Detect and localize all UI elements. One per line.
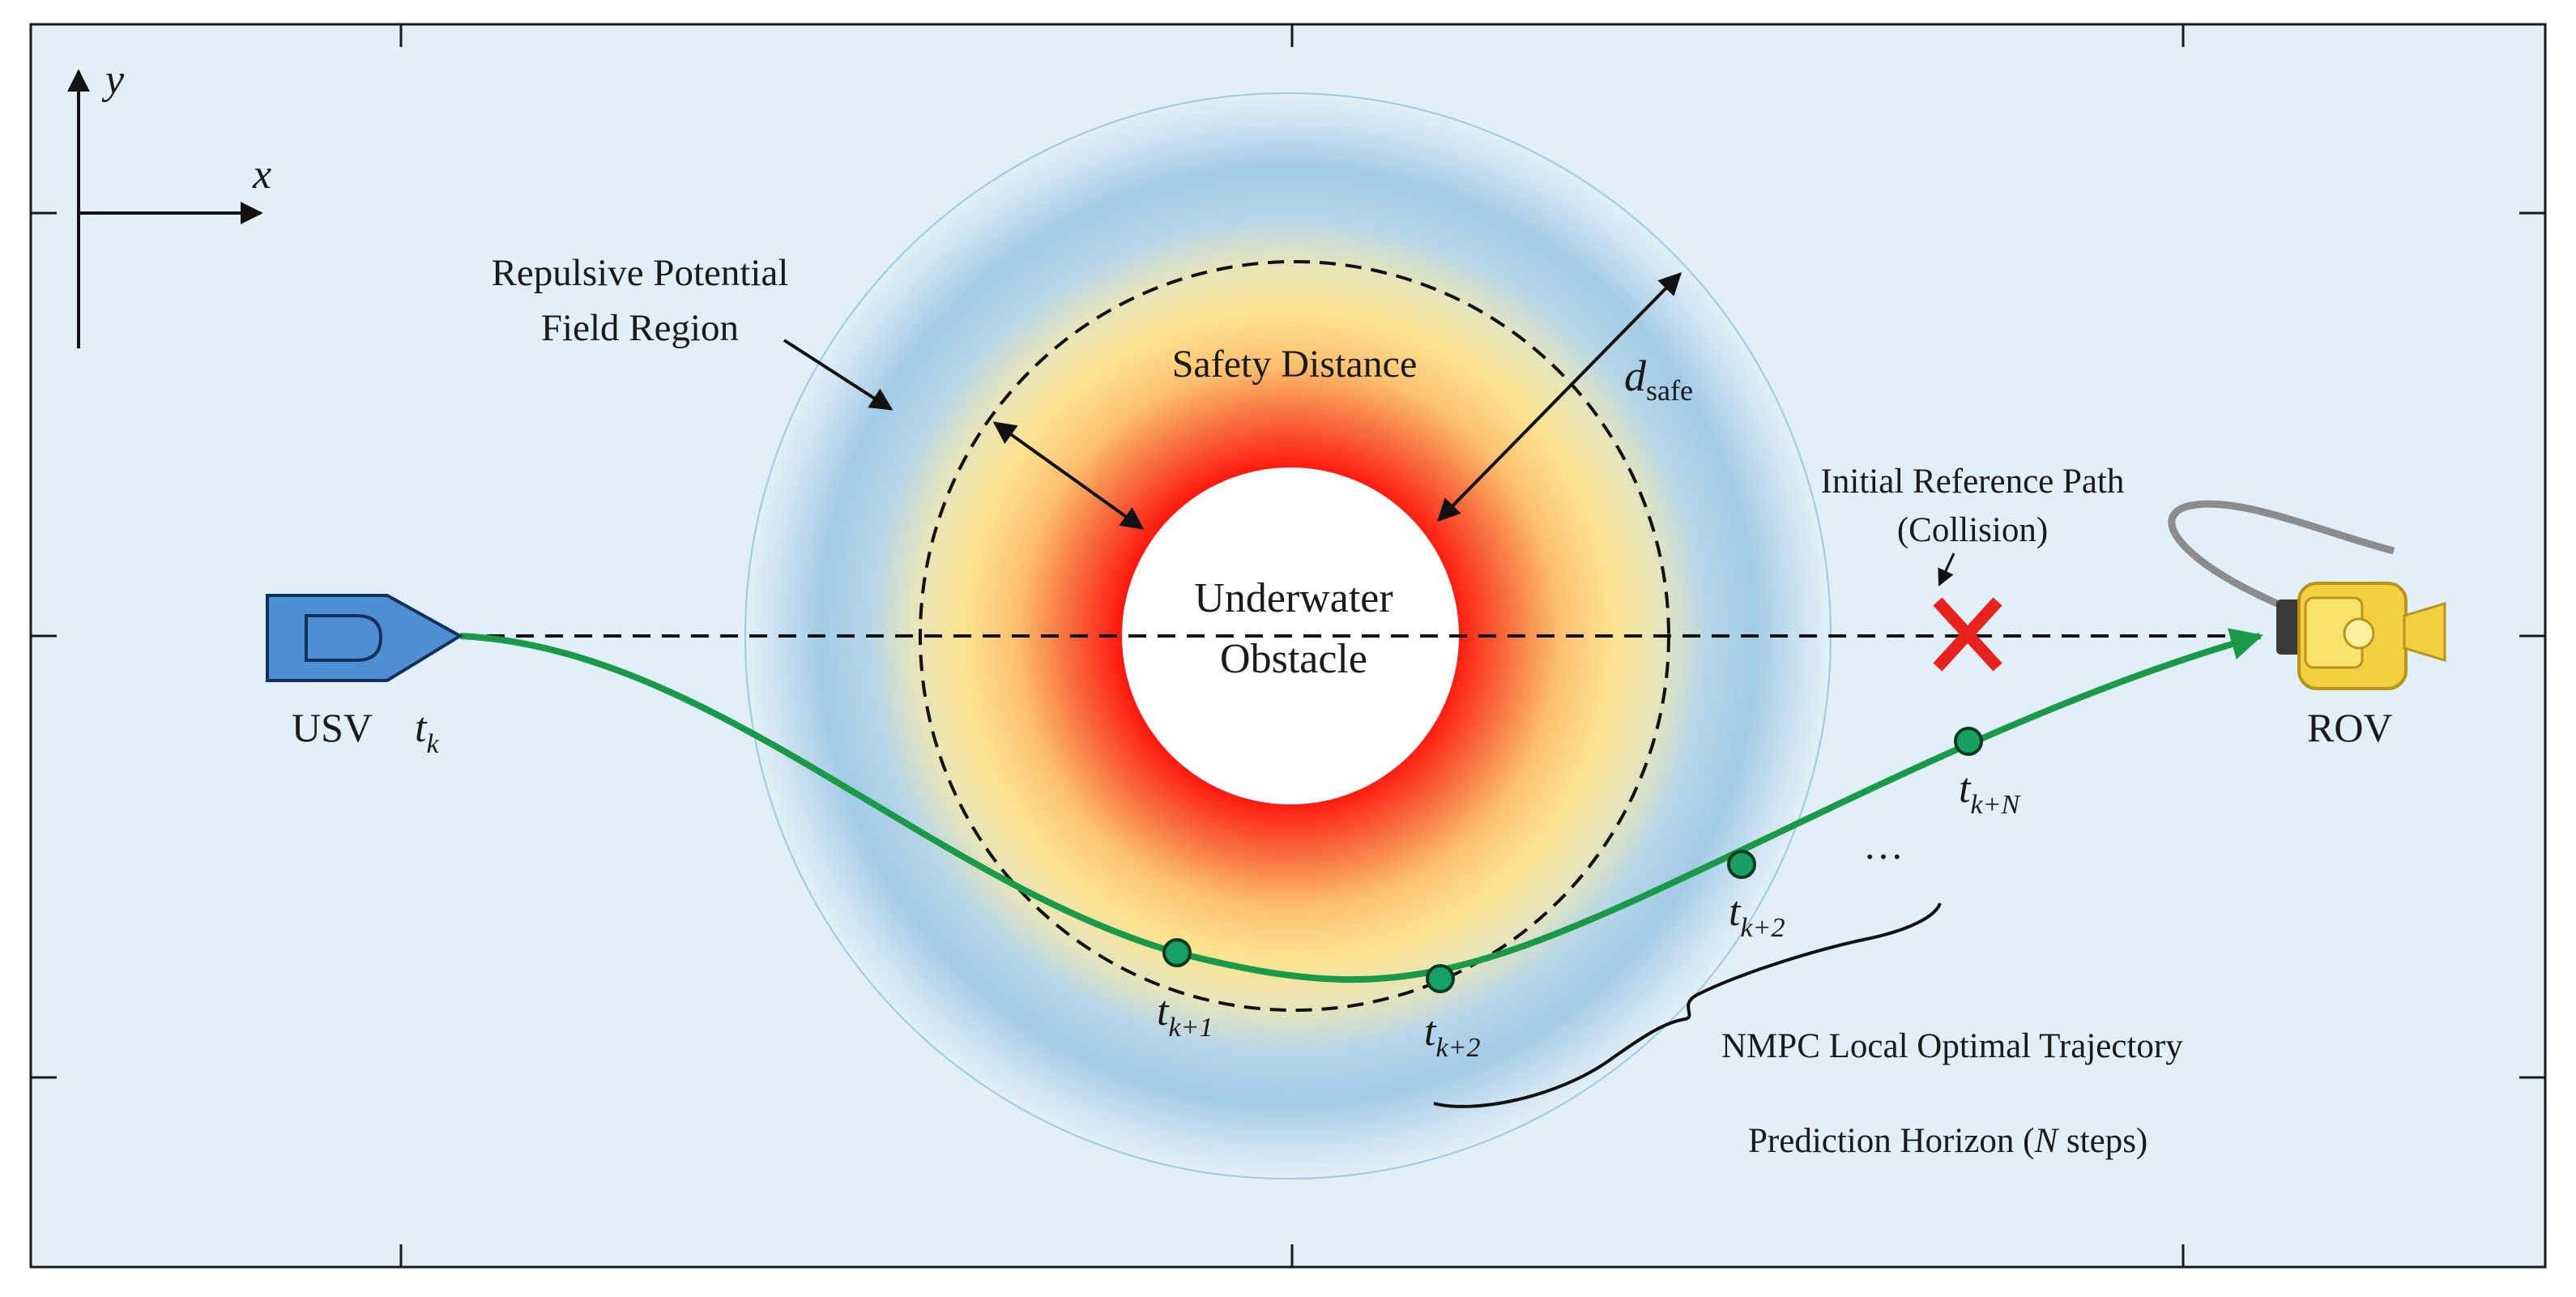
node-t-k1 <box>1162 938 1192 967</box>
repulsive-field-label-line1: Repulsive Potential <box>492 252 789 294</box>
time-label-t-k2-right: tk+2 <box>1729 889 1785 943</box>
node-t-kN <box>1954 727 1983 756</box>
rov-label: ROV <box>2307 705 2393 750</box>
y-axis-label: y <box>101 57 125 103</box>
d-safe-label: dsafe <box>1624 352 1693 407</box>
ellipsis-label: … <box>1863 822 1904 868</box>
repulsive-field-label-line2: Field Region <box>541 307 739 349</box>
rov-icon <box>2168 500 2446 690</box>
d-safe-arrow <box>1437 272 1682 522</box>
repulsive-field-pointer-arrow <box>783 339 893 411</box>
reference-path-label-line1: Initial Reference Path <box>1821 463 2125 501</box>
collision-pointer-arrow <box>1938 553 1955 587</box>
trajectory-nodes <box>1162 727 1983 993</box>
nmpc-trajectory-label: NMPC Local Optimal Trajectory <box>1721 1027 2183 1065</box>
obstacle-label-line2: Obstacle <box>1220 636 1367 682</box>
node-t-k2-lower <box>1426 964 1455 993</box>
time-label-t-k2-lower: tk+2 <box>1424 1009 1481 1063</box>
coordinate-axes <box>67 69 263 348</box>
time-label-t-kN: tk+N <box>1959 766 2021 820</box>
frame-ticks <box>31 24 2545 1267</box>
time-label-t-k: tk <box>415 705 439 759</box>
node-t-k2-right <box>1727 850 1756 879</box>
x-axis-label: x <box>252 151 271 198</box>
obstacle-label-line1: Underwater <box>1194 575 1392 621</box>
prediction-horizon-label: Prediction Horizon (N steps) <box>1748 1122 2147 1160</box>
reference-path-label-line2: (Collision) <box>1897 511 2048 549</box>
safety-distance-label: Safety Distance <box>1172 343 1418 386</box>
collision-x-icon <box>1933 597 2002 672</box>
nmpc-trajectory <box>459 628 2263 983</box>
time-label-t-k1: tk+1 <box>1157 988 1213 1043</box>
usv-boat-icon <box>266 594 463 682</box>
prediction-horizon-brace <box>1433 902 1942 1108</box>
usv-label: USV <box>292 705 373 750</box>
safety-distance-arrow <box>992 421 1145 530</box>
